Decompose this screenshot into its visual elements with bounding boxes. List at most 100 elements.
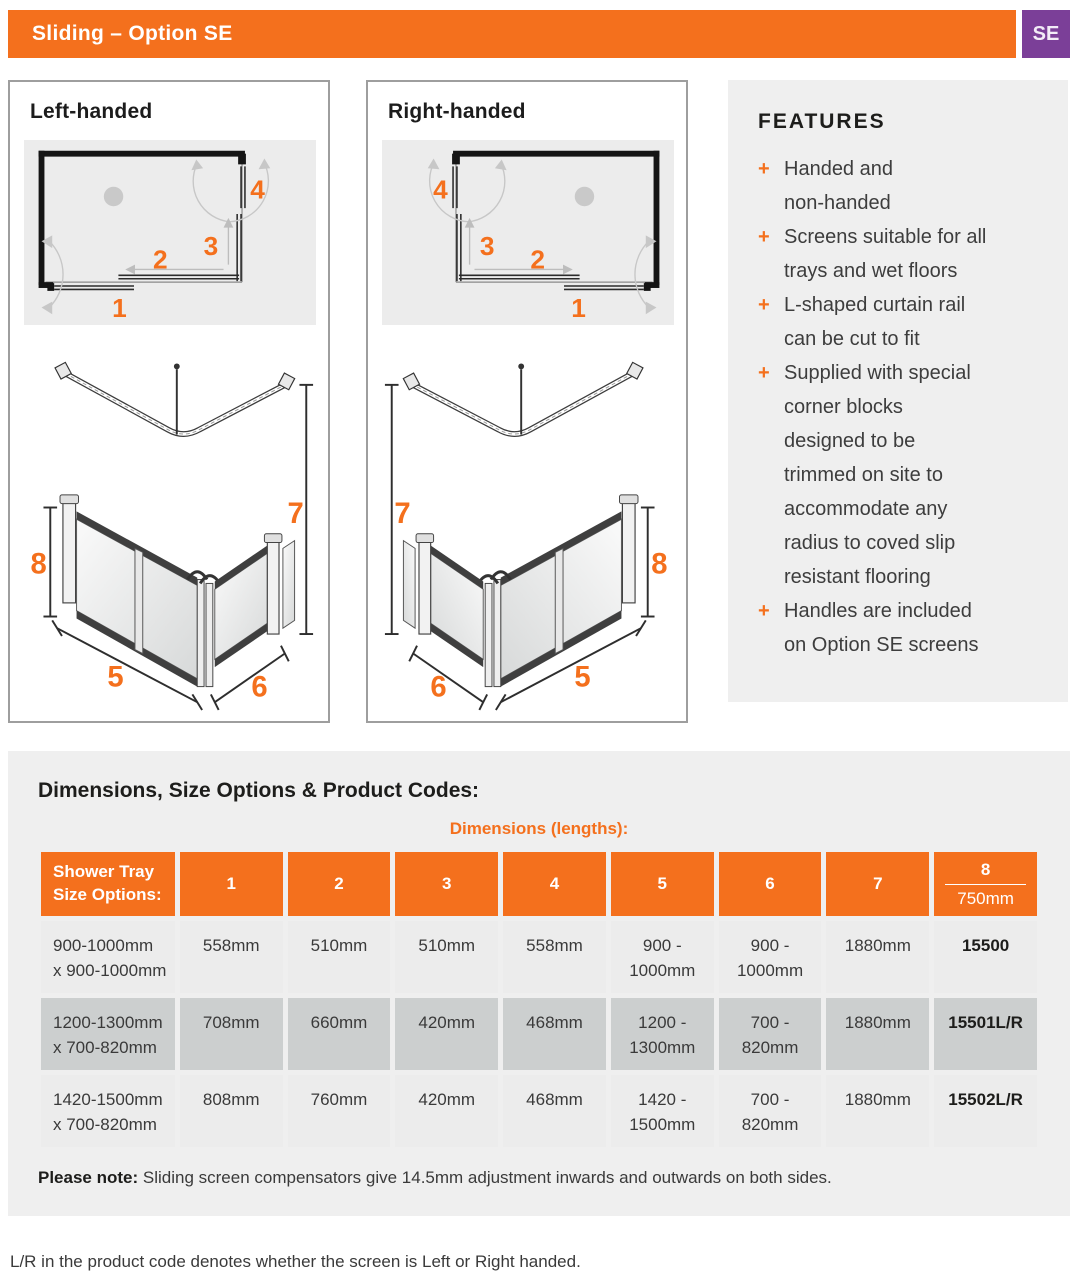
feature-text: Screens suitable for all trays and wet f… [784,226,987,282]
page-title: Sliding – Option SE [32,22,233,45]
col-header-6: 6 [718,852,822,916]
feature-item: + L-shaped curtain rail can be cut to fi… [758,288,1042,356]
iso-label-7: 7 [394,498,410,530]
cell-7: 1880mm [826,921,930,993]
cell-5: 900 - 1000mm [610,921,714,993]
left-plan-box: 4 3 2 1 [24,140,314,325]
plan-label-1: 1 [112,293,127,323]
iso-label-6: 6 [251,671,267,703]
cell-1: 808mm [179,1075,283,1147]
cell-3: 420mm [395,1075,499,1147]
table-header-row: Shower Tray Size Options: 1 2 3 4 5 6 7 … [41,852,1037,916]
footer-note: L/R in the product code denotes whether … [10,1252,581,1271]
feature-item: + Handed and non-handed [758,152,1042,220]
plan-label-4: 4 [250,174,265,204]
table-row: 1420-1500mm x 700-820mm 808mm 760mm 420m… [41,1075,1037,1147]
cell-5: 1200 - 1300mm [610,998,714,1070]
cell-1: 558mm [179,921,283,993]
plus-bullet-icon: + [758,600,770,622]
left-handed-panel: Left-handed 4 3 2 1 7 8 5 6 [8,80,330,723]
left-iso-box: 7 8 5 6 [24,337,314,715]
feature-text: Handed and non-handed [784,158,893,214]
table-row: 1200-1300mm x 700-820mm 708mm 660mm 420m… [41,998,1037,1070]
plan-label-2: 2 [153,245,168,275]
col8-divider [944,883,1027,885]
cell-1: 708mm [179,998,283,1070]
dimensions-panel: Dimensions, Size Options & Product Codes… [8,751,1070,1216]
col-header-1: 1 [179,852,283,916]
se-badge: SE [1022,10,1070,58]
plus-bullet-icon: + [758,362,770,384]
cell-product-code: 15500 [934,921,1037,993]
feature-text: Handles are included on Option SE screen… [784,600,979,656]
cell-size: 900-1000mm x 900-1000mm [41,921,175,993]
plus-bullet-icon: + [758,158,770,180]
features-list: + Handed and non-handed + Screens suitab… [758,152,1042,662]
col-header-2: 2 [287,852,391,916]
cell-product-code: 15501L/R [934,998,1037,1070]
right-handed-panel: Right-handed 4 3 2 1 7 8 5 6 [366,80,688,723]
cell-4: 468mm [503,998,606,1070]
feature-item: + Supplied with special corner blocks de… [758,356,1042,594]
header-bar: Sliding – Option SE SE [8,10,1070,58]
plus-bullet-icon: + [758,226,770,248]
cell-3: 510mm [395,921,499,993]
features-heading: FEATURES [758,110,886,133]
col-header-8-sub: 750mm [957,888,1014,908]
iso-label-7: 7 [287,498,303,530]
cell-4: 468mm [503,1075,606,1147]
page-title-bar: Sliding – Option SE [8,10,1016,58]
plan-label-4: 4 [433,174,448,204]
table-note: Please note: Sliding screen compensators… [38,1168,1040,1188]
right-plan-box: 4 3 2 1 [382,140,672,325]
right-handed-title: Right-handed [388,100,526,123]
cell-2: 760mm [287,1075,391,1147]
col-header-7: 7 [826,852,930,916]
iso-diagram-right: 7 8 5 6 [382,337,668,715]
plan-diagram-left: 4 3 2 1 [24,140,316,325]
iso-diagram-left: 7 8 5 6 [30,337,316,715]
size-options-table: Shower Tray Size Options: 1 2 3 4 5 6 7 … [36,847,1042,1152]
cell-2: 510mm [287,921,391,993]
cell-5: 1420 - 1500mm [610,1075,714,1147]
cell-2: 660mm [287,998,391,1070]
features-panel: FEATURES + Handed and non-handed + Scree… [728,80,1068,702]
feature-item: + Handles are included on Option SE scre… [758,594,1042,662]
col-header-8-number: 8 [980,859,991,879]
feature-item: + Screens suitable for all trays and wet… [758,220,1042,288]
dimensions-heading: Dimensions, Size Options & Product Codes… [38,779,480,802]
col-header-5: 5 [610,852,714,916]
left-handed-title: Left-handed [30,100,153,123]
diagram-row: Left-handed 4 3 2 1 7 8 5 6 [8,80,1070,723]
plus-bullet-icon: + [758,294,770,316]
col-header-4: 4 [503,852,606,916]
cell-7: 1880mm [826,1075,930,1147]
note-text: Sliding screen compensators give 14.5mm … [138,1168,832,1187]
plan-label-3: 3 [204,231,219,261]
feature-text: Supplied with special corner blocks desi… [784,362,971,588]
cell-6: 700 - 820mm [718,998,822,1070]
iso-label-5: 5 [574,662,590,694]
plan-label-1: 1 [571,293,586,323]
cell-size: 1420-1500mm x 700-820mm [41,1075,175,1147]
iso-label-6: 6 [430,671,446,703]
se-badge-label: SE [1032,22,1060,45]
col-header-8: 8 750mm [934,852,1037,916]
col-header-size: Shower Tray Size Options: [41,852,175,916]
iso-label-8: 8 [651,549,667,581]
iso-label-8: 8 [30,549,46,581]
cell-6: 700 - 820mm [718,1075,822,1147]
plan-label-3: 3 [480,231,495,261]
col-header-3: 3 [395,852,499,916]
dimensions-caption: Dimensions (lengths): [449,819,629,838]
table-row: 900-1000mm x 900-1000mm 558mm 510mm 510m… [41,921,1037,993]
note-label: Please note: [38,1168,139,1187]
feature-text: L-shaped curtain rail can be cut to fit [784,294,966,350]
right-iso-box: 7 8 5 6 [382,337,672,715]
iso-label-5: 5 [107,662,123,694]
cell-product-code: 15502L/R [934,1075,1037,1147]
cell-3: 420mm [395,998,499,1070]
plan-diagram-right: 4 3 2 1 [382,140,674,325]
plan-label-2: 2 [530,245,545,275]
cell-7: 1880mm [826,998,930,1070]
